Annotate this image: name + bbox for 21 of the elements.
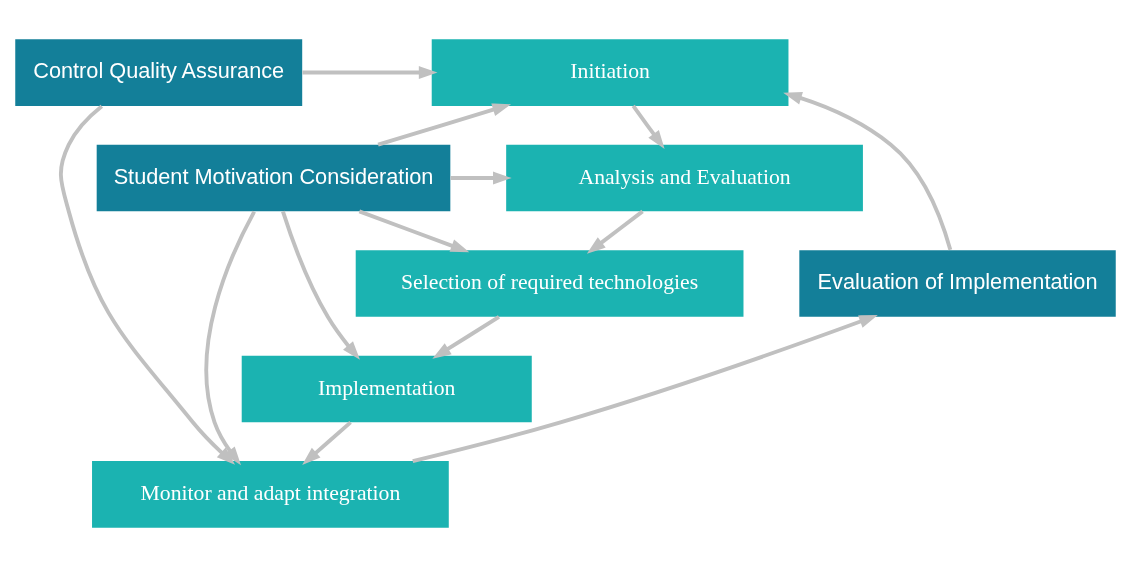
node-box: Control Quality Assurance — [15, 39, 303, 106]
node-box: Evaluation of Implementation — [799, 250, 1116, 317]
arrow — [358, 209, 470, 253]
node-box: Implementation — [241, 355, 532, 423]
arrow — [631, 104, 665, 150]
node-box: Selection of required technologies — [355, 250, 744, 317]
node-box: Monitor and adapt integration — [92, 461, 449, 528]
arrow — [586, 209, 644, 254]
arrow — [432, 315, 500, 359]
arrow — [450, 171, 512, 185]
arrow — [412, 315, 878, 463]
node-box: Student Motivation Consideration — [96, 144, 451, 212]
arrow — [204, 210, 256, 466]
node-box: Analysis and Evaluation — [506, 144, 863, 212]
arrow — [302, 66, 438, 80]
arrow — [281, 210, 360, 360]
arrow — [783, 91, 953, 251]
arrow — [59, 104, 236, 465]
node-box: Initiation — [431, 39, 789, 106]
arrow — [302, 420, 352, 465]
arrow — [377, 103, 512, 147]
